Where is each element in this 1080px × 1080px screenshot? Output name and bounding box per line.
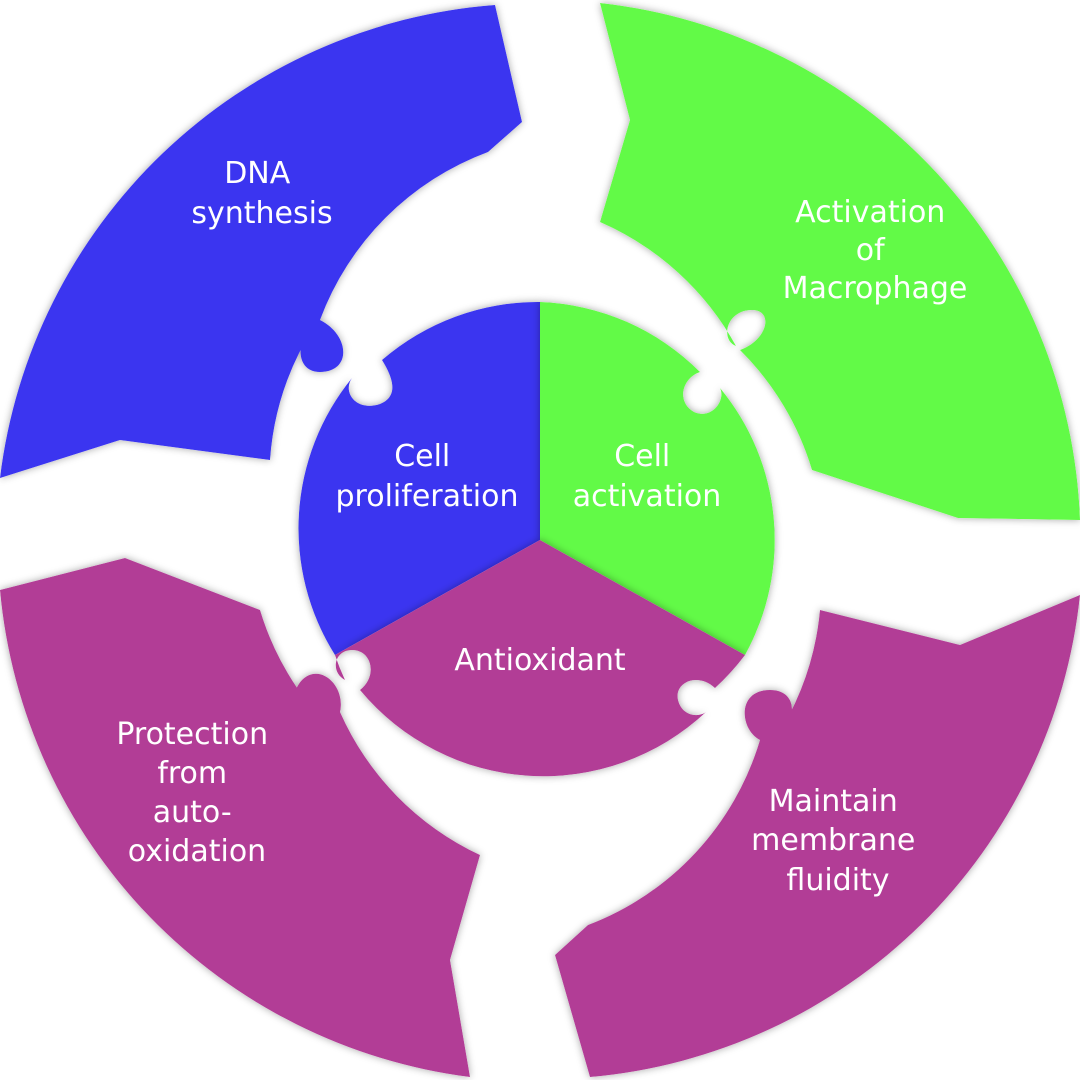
- protection-line-3: auto-: [153, 795, 232, 830]
- maintain-membrane-fluidity-line-3: fluidity: [786, 863, 889, 898]
- cell-proliferation-line-1: Cell: [394, 439, 450, 474]
- protection-from-auto-oxidation-label: Protection from auto- oxidation: [116, 717, 277, 869]
- maintain-membrane-fluidity-line-2: membrane: [751, 823, 915, 858]
- antioxidant-line-1: Antioxidant: [454, 643, 626, 678]
- cell-activation-line-1: Cell: [614, 439, 670, 474]
- outer-segment-maintain-membrane-fluidity: [555, 595, 1080, 1077]
- protection-line-1: Protection: [116, 717, 268, 752]
- outer-segment-activation-of-macrophage: [600, 3, 1080, 520]
- activation-of-macrophage-line-3: Macrophage: [783, 271, 968, 306]
- dna-synthesis-label: DNA synthesis: [191, 156, 332, 231]
- dna-synthesis-line-2: synthesis: [191, 196, 332, 231]
- inner-wedge-cell-proliferation: [298, 301, 540, 655]
- antioxidant-label: Antioxidant: [454, 643, 626, 678]
- inner-wedge-antioxidant: [335, 540, 745, 777]
- activation-of-macrophage-line-2: of: [856, 233, 886, 268]
- maintain-membrane-fluidity-label: Maintain membrane fluidity: [751, 784, 925, 898]
- activation-of-macrophage-line-1: Activation: [795, 195, 945, 230]
- outer-segment-dna-synthesis: [0, 5, 522, 478]
- maintain-membrane-fluidity-line-1: Maintain: [769, 784, 898, 819]
- inner-wedge-cell-activation: [540, 302, 775, 655]
- cell-activation-label: Cell activation: [573, 439, 722, 514]
- cell-proliferation-label: Cell proliferation: [336, 439, 519, 514]
- cell-proliferation-line-2: proliferation: [336, 479, 519, 514]
- protection-line-2: from: [157, 756, 227, 791]
- cell-activation-line-2: activation: [573, 479, 722, 514]
- outer-segment-protection-from-auto-oxidation: [0, 558, 480, 1077]
- protection-line-4: oxidation: [128, 834, 266, 869]
- activation-of-macrophage-label: Activation of Macrophage: [783, 195, 968, 306]
- dna-synthesis-line-1: DNA: [224, 156, 291, 191]
